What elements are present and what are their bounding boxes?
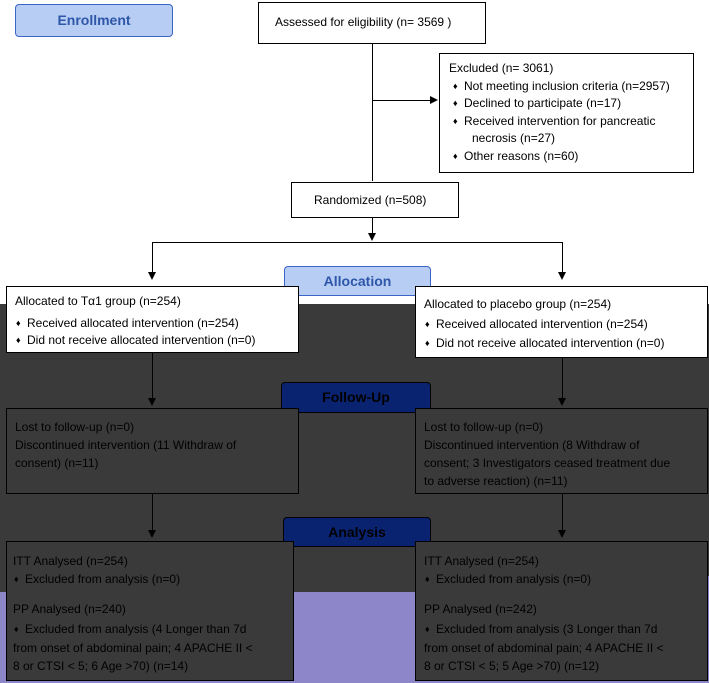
right-itt-item: Excluded from analysis (n=0) (425, 571, 591, 587)
left-followup-box: Lost to follow-up (n=0) Discontinued int… (6, 408, 299, 494)
right-followup-line: consent; 3 Investigators ceased treatmen… (424, 456, 671, 470)
right-followup-line: to adverse reaction) (n=11) (424, 474, 568, 488)
right-allocation-title: Allocated to placebo group (n=254) (424, 297, 612, 311)
excluded-item: Other reasons (n=60) (453, 148, 578, 164)
stage-allocation: Allocation (284, 266, 431, 296)
left-itt-item: Excluded from analysis (n=0) (14, 571, 180, 587)
right-pp-line: from onset of abdominal pain; 4 APACHE I… (424, 641, 664, 655)
right-followup-line: Discontinued intervention (8 Withdraw of (424, 438, 640, 452)
left-followup-line: Discontinued intervention (11 Withdraw o… (15, 438, 237, 452)
right-pp-title: PP Analysed (n=242) (424, 602, 537, 616)
right-followup-box: Lost to follow-up (n=0) Discontinued int… (415, 408, 708, 494)
left-followup-line: consent) (n=11) (15, 456, 99, 470)
connector-randomized-down (372, 217, 373, 234)
right-pp-line: Excluded from analysis (3 Longer than 7d (425, 621, 657, 637)
arrow-left-allocation (148, 272, 156, 280)
left-allocation-item: Did not receive allocated intervention (… (16, 332, 255, 348)
arrow-left-followup (148, 398, 156, 406)
arrow-right-allocation (558, 272, 566, 280)
left-pp-title: PP Analysed (n=240) (13, 602, 126, 616)
right-allocation-box: Allocated to placebo group (n=254) Recei… (415, 286, 708, 358)
left-pp-line: Excluded from analysis (4 Longer than 7d (14, 621, 246, 637)
stage-enrollment: Enrollment (15, 4, 173, 37)
excluded-title: Excluded (n= 3061) (449, 61, 554, 75)
left-analysis-box: ITT Analysed (n=254) Excluded from analy… (6, 541, 294, 681)
right-allocation-item: Received allocated intervention (n=254) (425, 316, 648, 332)
excluded-item: Declined to participate (n=17) (453, 95, 621, 111)
connector-to-excluded (372, 100, 432, 101)
right-itt-title: ITT Analysed (n=254) (424, 554, 539, 568)
left-itt-title: ITT Analysed (n=254) (13, 554, 128, 568)
left-allocation-box: Allocated to Tα1 group (n=254) Received … (6, 286, 299, 353)
left-pp-line: from onset of abdominal pain; 4 APACHE I… (13, 641, 253, 655)
arrow-right-followup (558, 398, 566, 406)
connector-left-analysis (152, 494, 153, 530)
right-followup-line: Lost to follow-up (n=0) (424, 420, 544, 434)
randomized-box: Randomized (n=508) (291, 182, 459, 218)
excluded-item: Received intervention for pancreatic (453, 113, 655, 129)
excluded-item-continuation: necrosis (n=27) (472, 131, 556, 145)
arrow-to-excluded (430, 96, 438, 104)
assessed-box: Assessed for eligibility (n= 3569 ) (258, 2, 486, 44)
right-pp-line: 8 or CTSI < 5; 5 Age >70) (n=12) (424, 659, 600, 673)
arrow-randomized (368, 233, 376, 241)
right-allocation-item: Did not receive allocated intervention (… (425, 335, 664, 351)
left-pp-line: 8 or CTSI < 5; 6 Age >70) (n=14) (13, 659, 189, 673)
connector-left-branch (152, 242, 153, 272)
stage-analysis: Analysis (283, 517, 431, 547)
stage-followup: Follow-Up (281, 382, 431, 413)
connector-main-vertical (372, 43, 373, 181)
right-analysis-box: ITT Analysed (n=254) Excluded from analy… (415, 541, 708, 681)
connector-left-followup (152, 352, 153, 398)
excluded-box: Excluded (n= 3061) Not meeting inclusion… (439, 53, 694, 173)
connector-branch (152, 242, 563, 243)
arrow-right-analysis (558, 530, 566, 538)
left-followup-line: Lost to follow-up (n=0) (15, 420, 135, 434)
connector-right-branch (562, 242, 563, 272)
arrow-left-analysis (148, 530, 156, 538)
left-allocation-item: Received allocated intervention (n=254) (16, 315, 239, 331)
randomized-text: Randomized (n=508) (314, 193, 427, 207)
left-allocation-title: Allocated to Tα1 group (n=254) (15, 294, 181, 308)
assessed-text: Assessed for eligibility (n= 3569 ) (275, 15, 452, 29)
excluded-item: Not meeting inclusion criteria (n=2957) (453, 78, 670, 94)
connector-right-analysis (562, 494, 563, 530)
connector-right-followup (562, 358, 563, 398)
